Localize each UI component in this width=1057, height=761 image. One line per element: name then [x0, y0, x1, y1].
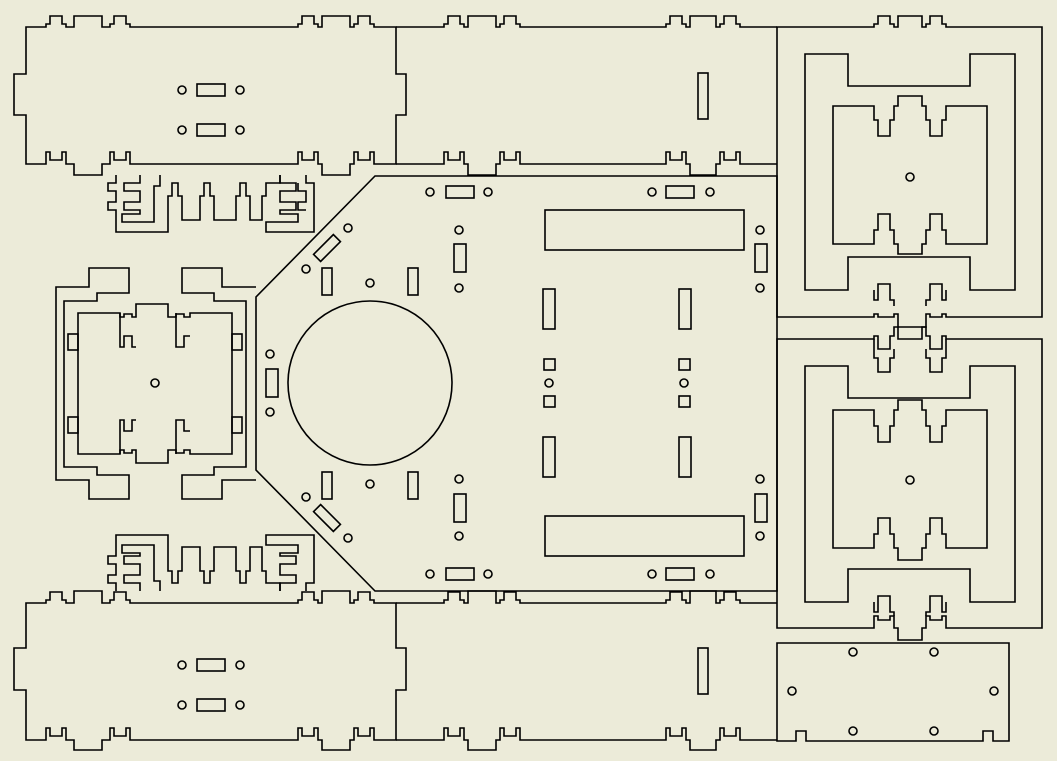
side-panel-top-center: [396, 15, 777, 176]
comb-strip-top: [107, 175, 315, 233]
small-panel-bottom-right: [776, 642, 1010, 742]
left-bracket: [55, 267, 256, 500]
side-panel-bottom-center: [396, 590, 777, 751]
right-frame-bottom: [776, 326, 1043, 641]
comb-strip-bottom: [107, 534, 315, 591]
right-frame-top: [776, 15, 1043, 328]
